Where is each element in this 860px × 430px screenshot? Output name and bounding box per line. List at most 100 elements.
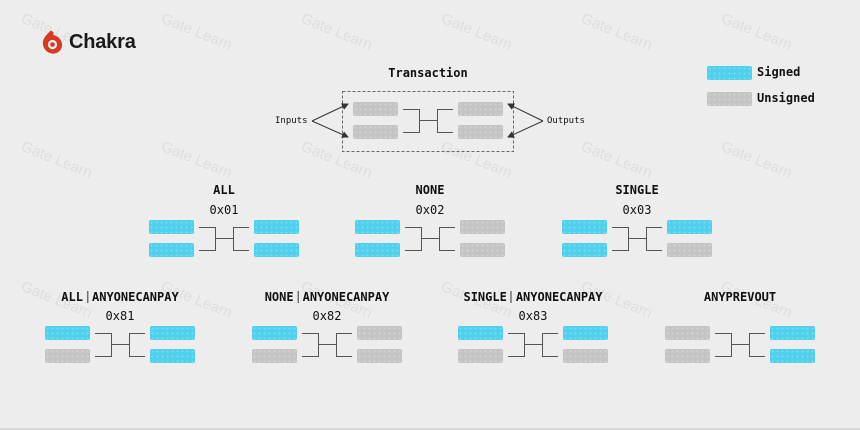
input-1-box xyxy=(665,326,710,340)
connector xyxy=(318,344,336,345)
connector xyxy=(129,333,145,334)
chakra-logo-icon xyxy=(42,30,63,54)
output-2-box xyxy=(357,349,402,363)
inputs-arrow-bottom xyxy=(311,120,349,138)
legend-signed-label: Signed xyxy=(757,65,801,79)
inputs-arrow-top xyxy=(311,103,349,122)
separator-bar xyxy=(510,291,512,303)
transaction-connector xyxy=(437,109,438,133)
brand-logo: Chakra xyxy=(40,29,136,55)
sighash-title: SINGLE ANYONECANPAY xyxy=(463,290,602,304)
connector xyxy=(199,250,215,251)
outputs-arrow-bottom xyxy=(507,120,544,138)
bottom-divider xyxy=(0,428,860,430)
connector xyxy=(318,333,319,357)
transaction-connector xyxy=(419,109,420,133)
connector xyxy=(646,250,662,251)
sighash-hex: 0x02 xyxy=(415,203,445,217)
connector xyxy=(749,356,765,357)
connector xyxy=(421,227,422,251)
output-2-box xyxy=(667,243,712,257)
connector xyxy=(111,333,112,357)
connector xyxy=(508,333,524,334)
connector xyxy=(95,333,111,334)
sighash-title: NONE ANYONECANPAY xyxy=(265,290,390,304)
connector xyxy=(542,356,558,357)
connector xyxy=(336,356,352,357)
transaction-output-2-box xyxy=(458,125,503,139)
connector xyxy=(233,227,234,251)
connector xyxy=(646,227,662,228)
legend-unsigned-swatch xyxy=(707,92,752,106)
transaction-output-1-box xyxy=(458,102,503,116)
output-1-box xyxy=(357,326,402,340)
connector xyxy=(336,333,352,334)
input-1-box xyxy=(45,326,90,340)
output-2-box xyxy=(254,243,299,257)
input-1-box xyxy=(458,326,503,340)
sighash-title: ALL xyxy=(213,183,235,197)
output-2-box xyxy=(150,349,195,363)
sighash-title: ANYPREVOUT xyxy=(704,290,776,304)
connector xyxy=(302,356,318,357)
connector xyxy=(95,356,111,357)
transaction-connector xyxy=(403,132,419,133)
input-2-box xyxy=(562,243,607,257)
sighash-hex: 0x01 xyxy=(209,203,239,217)
outputs-arrow-top xyxy=(507,103,544,122)
output-1-box xyxy=(770,326,815,340)
connector xyxy=(302,333,318,334)
sighash-hex: 0x81 xyxy=(105,309,135,323)
sighash-name: SINGLE xyxy=(463,290,507,304)
connector xyxy=(233,227,249,228)
input-1-box xyxy=(252,326,297,340)
outputs-label: Outputs xyxy=(547,116,585,126)
connector xyxy=(542,333,558,334)
connector xyxy=(542,333,543,357)
connector xyxy=(749,333,765,334)
connector xyxy=(439,227,455,228)
connector xyxy=(336,333,337,357)
sighash-modifier: ANYONECANPAY xyxy=(302,290,390,304)
transaction-input-1-box xyxy=(353,102,398,116)
connector xyxy=(749,333,750,357)
transaction-connector xyxy=(419,120,437,121)
connector xyxy=(731,344,749,345)
inputs-label: Inputs xyxy=(275,116,308,126)
connector xyxy=(129,356,145,357)
separator-bar xyxy=(86,291,88,303)
transaction-title: Transaction xyxy=(388,66,468,80)
output-1-box xyxy=(150,326,195,340)
output-1-box xyxy=(563,326,608,340)
sighash-title: SINGLE xyxy=(615,183,658,197)
sighash-modifier: ANYONECANPAY xyxy=(515,290,603,304)
input-2-box xyxy=(45,349,90,363)
input-2-box xyxy=(355,243,400,257)
transaction-connector xyxy=(437,132,453,133)
output-1-box xyxy=(254,220,299,234)
connector xyxy=(524,344,542,345)
connector xyxy=(215,227,216,251)
connector xyxy=(628,227,629,251)
input-2-box xyxy=(252,349,297,363)
input-1-box xyxy=(355,220,400,234)
connector xyxy=(439,227,440,251)
input-2-box xyxy=(665,349,710,363)
connector xyxy=(715,333,731,334)
sighash-name: ALL xyxy=(213,183,235,197)
connector xyxy=(628,238,646,239)
transaction-input-2-box xyxy=(353,125,398,139)
sighash-name: NONE xyxy=(264,290,294,304)
connector xyxy=(508,356,524,357)
legend-unsigned-label: Unsigned xyxy=(757,91,815,105)
sighash-hex: 0x03 xyxy=(622,203,652,217)
sighash-name: ANYPREVOUT xyxy=(703,290,777,304)
connector xyxy=(405,250,421,251)
sighash-hex: 0x82 xyxy=(312,309,342,323)
separator-bar xyxy=(297,291,299,303)
brand-name: Chakra xyxy=(69,30,136,53)
connector xyxy=(233,250,249,251)
connector xyxy=(524,333,525,357)
output-2-box xyxy=(563,349,608,363)
